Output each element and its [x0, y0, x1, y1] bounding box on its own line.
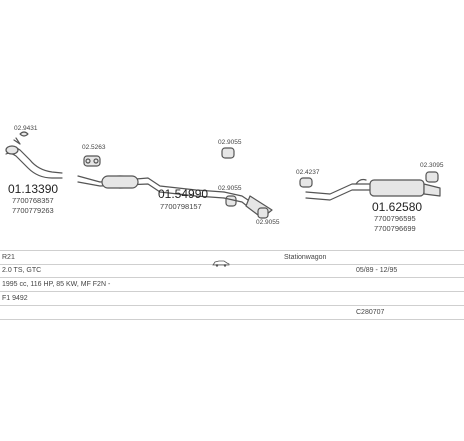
part-code-p1: 02.9431 — [14, 125, 38, 132]
part-ref-p10-2: 7700796699 — [374, 224, 416, 233]
part-ref-p5-1: 7700798157 — [160, 202, 202, 211]
part-code-p7: 02.9055 — [256, 219, 280, 226]
middle-silencer-part — [77, 175, 225, 199]
part-code-p9: 02.3095 — [420, 162, 444, 169]
exhaust-drawing — [5, 131, 441, 219]
part-ref-p10-1: 7700796595 — [374, 214, 416, 223]
model-cell: R21 — [2, 254, 15, 261]
part-code-p4: 02.9055 — [218, 139, 242, 146]
part-code-p10: 01.62580 — [372, 200, 423, 214]
table-row: R21 Stationwagon — [0, 250, 464, 267]
part-ref-p2-2: 7700779263 — [12, 206, 54, 215]
clamp-icon — [425, 171, 439, 183]
body-type-cell: Stationwagon — [284, 254, 327, 261]
clamp-icon — [19, 131, 29, 137]
years-cell: 05/89 - 12/95 — [356, 267, 398, 274]
rear-silencer-part — [305, 178, 441, 201]
car-icon — [212, 254, 230, 272]
engine-cell: 2.0 TS, GTC — [2, 267, 42, 274]
clamp-icon — [221, 147, 235, 159]
table-row: C280707 — [0, 306, 464, 320]
extra-cell: F1 9492 — [2, 295, 28, 302]
clamp-icon — [83, 155, 101, 167]
part-code-p2: 01.13390 — [8, 182, 59, 196]
part-code-p3: 02.5263 — [82, 144, 106, 151]
spec-cell: 1995 cc, 116 HP, 85 KW, MF F2N - — [2, 281, 111, 288]
front-pipe-part — [5, 137, 63, 179]
part-code-p6: 02.9055 — [218, 185, 242, 192]
table-row: F1 9492 — [0, 292, 464, 306]
catalog-number-cell: C280707 — [356, 309, 385, 316]
clamp-icon — [257, 207, 269, 219]
clamp-icon — [225, 195, 237, 207]
exhaust-system-diagram: 02.9431 01.13390 7700768357 7700779263 0… — [5, 125, 444, 233]
part-code-p8: 02.4237 — [296, 169, 320, 176]
part-ref-p2-1: 7700768357 — [12, 196, 54, 205]
table-row: 2.0 TS, GTC 05/89 - 12/95 — [0, 264, 464, 278]
clamp-icon — [299, 177, 313, 188]
part-code-p5: 01.54990 — [158, 187, 209, 201]
table-row: 1995 cc, 116 HP, 85 KW, MF F2N - — [0, 278, 464, 292]
